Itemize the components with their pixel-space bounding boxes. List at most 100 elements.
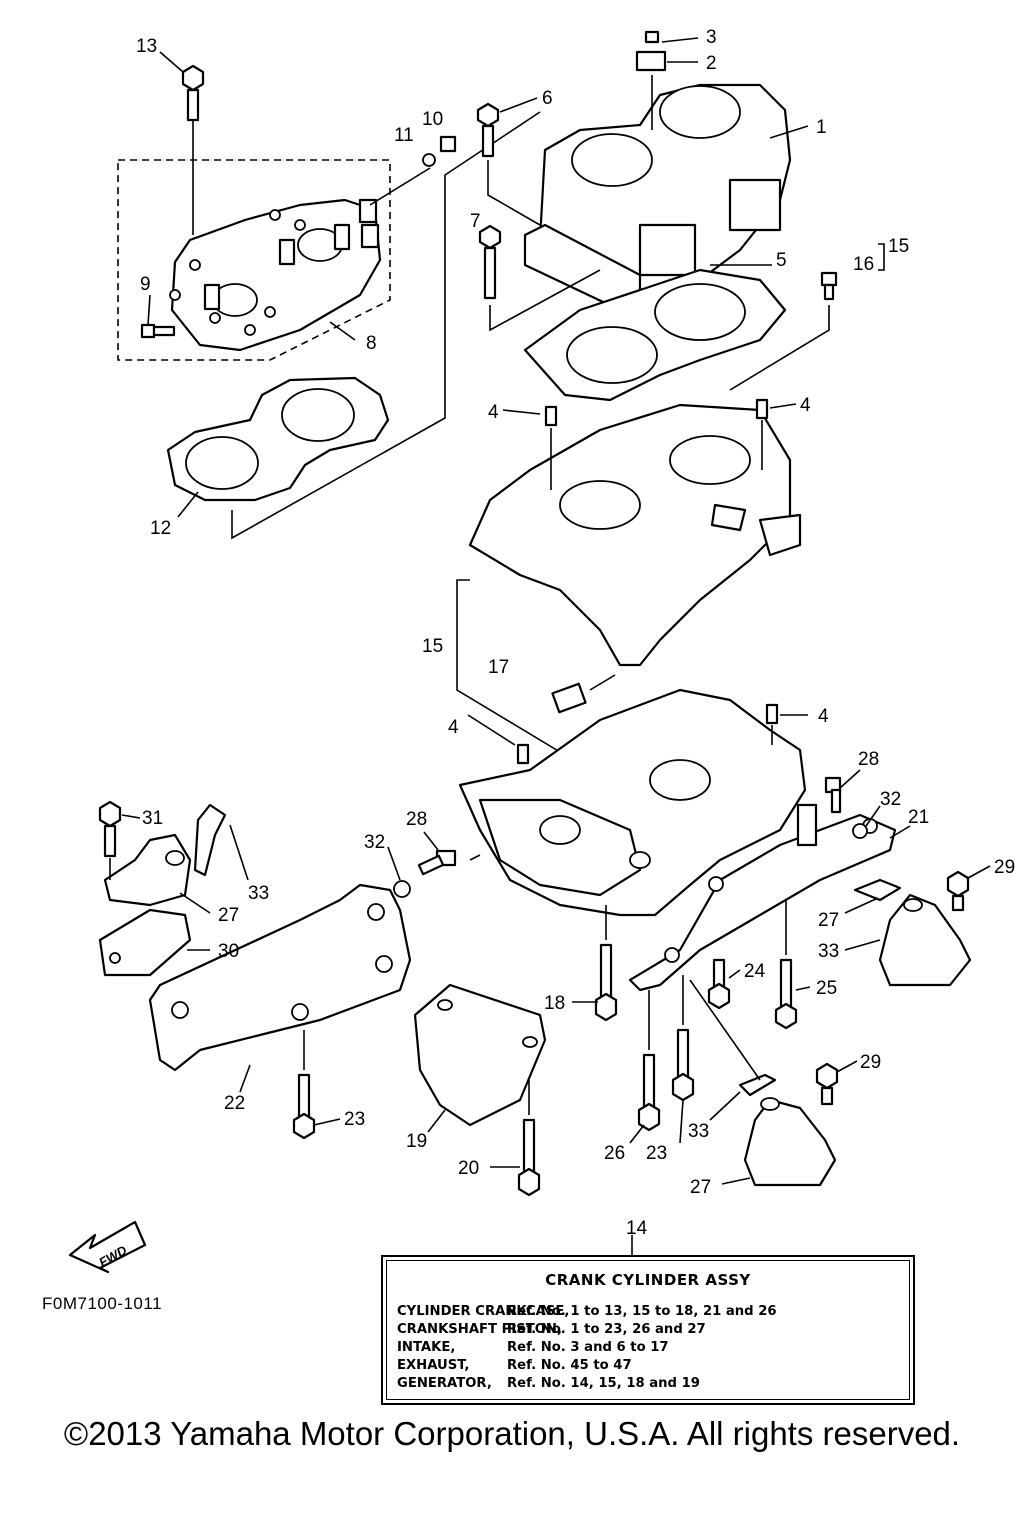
callout-label: 3 xyxy=(706,27,717,48)
assy-table-inner: CRANK CYLINDER ASSY CYLINDER CRANKCASE, … xyxy=(386,1260,910,1400)
assy-row-refs: Ref. No. 1 to 23, 26 and 27 xyxy=(507,1322,706,1337)
bolt-28-part xyxy=(824,776,842,814)
callout-labels: 13 3 2 6 10 11 1 7 15 16 5 9 8 4 4 12 15… xyxy=(136,27,1015,1198)
callout-label: 32 xyxy=(880,789,901,810)
assy-row-refs: Ref. No. 3 and 6 to 17 xyxy=(507,1340,669,1355)
callout-label: 33 xyxy=(688,1121,709,1142)
hose-33-part xyxy=(853,878,902,902)
assy-row-name: GENERATOR, xyxy=(397,1376,492,1391)
hose-33-part xyxy=(738,1073,777,1097)
callout-label: 6 xyxy=(542,88,553,109)
dowel-4-part xyxy=(765,703,779,725)
callout-label: 21 xyxy=(908,807,929,828)
callout-label: 18 xyxy=(544,993,565,1014)
callout-label: 4 xyxy=(448,717,459,738)
bolt-26-part xyxy=(637,1053,661,1132)
lower-crankcase-part xyxy=(458,688,807,917)
bolt-6-part xyxy=(476,102,500,158)
callout-label: 23 xyxy=(646,1143,667,1164)
bolt-29-part xyxy=(815,1062,839,1106)
sleeve-17-part xyxy=(551,682,587,714)
callout-label: 28 xyxy=(406,809,427,830)
bolt-16-part xyxy=(820,271,838,301)
assy-row-refs: Ref. No. 1 to 13, 15 to 18, 21 and 26 xyxy=(507,1304,777,1319)
callout-label: 20 xyxy=(458,1158,479,1179)
bolt-20-part xyxy=(517,1118,541,1197)
assy-row-refs: Ref. No. 45 to 47 xyxy=(507,1358,632,1373)
mount-bracket-22-part xyxy=(148,883,412,1072)
bolt-9-part xyxy=(140,323,176,339)
callout-label: 7 xyxy=(470,211,481,232)
dowel-4-part xyxy=(755,398,769,420)
callout-label: 30 xyxy=(218,941,239,962)
cylinder-gasket-part xyxy=(523,268,787,402)
callout-label: 31 xyxy=(142,808,163,829)
callout-label: 1 xyxy=(816,117,827,138)
assy-row: GENERATOR, Ref. No. 14, 15, 18 and 19 xyxy=(397,1375,899,1393)
callout-label: 11 xyxy=(394,125,414,146)
bolt-23-part xyxy=(671,1028,695,1102)
callout-label: 27 xyxy=(818,910,839,931)
engine-mount-27-part xyxy=(743,1097,837,1187)
bolt-25-part xyxy=(774,958,798,1030)
head-gasket-part xyxy=(166,376,390,502)
assy-table: CRANK CYLINDER ASSY CYLINDER CRANKCASE, … xyxy=(381,1255,915,1405)
fwd-arrow-icon: FWD xyxy=(68,1220,147,1274)
bolt-13-part xyxy=(181,64,205,235)
callout-label: 32 xyxy=(364,832,385,853)
callout-label: 33 xyxy=(248,883,269,904)
callout-label: 27 xyxy=(218,905,239,926)
callout-label: 13 xyxy=(136,36,157,57)
callout-label: 2 xyxy=(706,53,717,74)
assy-row: CRANKSHAFT PISTON, Ref. No. 1 to 23, 26 … xyxy=(397,1321,899,1339)
callout-label: 27 xyxy=(690,1177,711,1198)
bolt-23-part xyxy=(292,1073,316,1140)
bolt-18-part xyxy=(594,943,618,1022)
assy-title: CRANK CYLINDER ASSY xyxy=(545,1271,751,1289)
damper-19-part xyxy=(413,983,547,1127)
washer-11-part xyxy=(422,153,436,167)
screw-3-part xyxy=(644,30,660,44)
callout-label: 4 xyxy=(800,395,811,416)
callout-leaders xyxy=(121,37,991,1255)
drawing-code: F0M7100-1011 xyxy=(42,1294,163,1313)
assy-row-name: CYLINDER CRANKCASE, xyxy=(397,1304,570,1319)
assy-row: CYLINDER CRANKCASE, Ref. No. 1 to 13, 15… xyxy=(397,1303,899,1321)
assy-ref-number: 14 xyxy=(626,1218,648,1239)
callout-label: 26 xyxy=(604,1143,625,1164)
bolt-24-part xyxy=(707,958,731,1010)
callout-label: 16 xyxy=(853,254,874,275)
plate-30-part xyxy=(98,908,192,977)
callout-label: 25 xyxy=(816,978,837,999)
callout-label: 5 xyxy=(776,250,787,271)
assy-row-name: CRANKSHAFT PISTON, xyxy=(397,1322,562,1337)
bolt-7-part xyxy=(478,224,502,300)
upper-crankcase-part xyxy=(468,403,802,667)
copyright-notice: ©2013 Yamaha Motor Corporation, U.S.A. A… xyxy=(63,1415,961,1452)
assy-row-name: INTAKE, xyxy=(397,1340,456,1355)
assy-row-refs: Ref. No. 14, 15, 18 and 19 xyxy=(507,1376,700,1391)
callout-label: 12 xyxy=(150,518,171,539)
dowel-4-part xyxy=(516,743,530,765)
callout-label: 10 xyxy=(422,109,443,130)
bolt-29-part xyxy=(946,870,970,912)
assy-row: INTAKE, Ref. No. 3 and 6 to 17 xyxy=(397,1339,899,1357)
dowel-4-part xyxy=(544,405,558,427)
callout-label: 19 xyxy=(406,1131,427,1152)
callout-label: 33 xyxy=(818,941,839,962)
callout-label: 29 xyxy=(860,1052,881,1073)
engine-mount-27-part xyxy=(103,833,192,907)
callout-label: 4 xyxy=(488,402,499,423)
mount-bracket-21-part xyxy=(628,803,897,992)
washer-32-part xyxy=(852,823,868,839)
engine-mount-27-part xyxy=(878,893,972,987)
callout-label: 22 xyxy=(224,1093,245,1114)
cylinder-head-part xyxy=(169,198,382,352)
callout-label: 29 xyxy=(994,857,1015,878)
callout-label: 4 xyxy=(818,706,829,727)
cylinder-block-part xyxy=(523,83,792,312)
callout-label: 8 xyxy=(366,333,377,354)
callout-label: 17 xyxy=(488,657,509,678)
plug-10-part xyxy=(439,135,457,153)
